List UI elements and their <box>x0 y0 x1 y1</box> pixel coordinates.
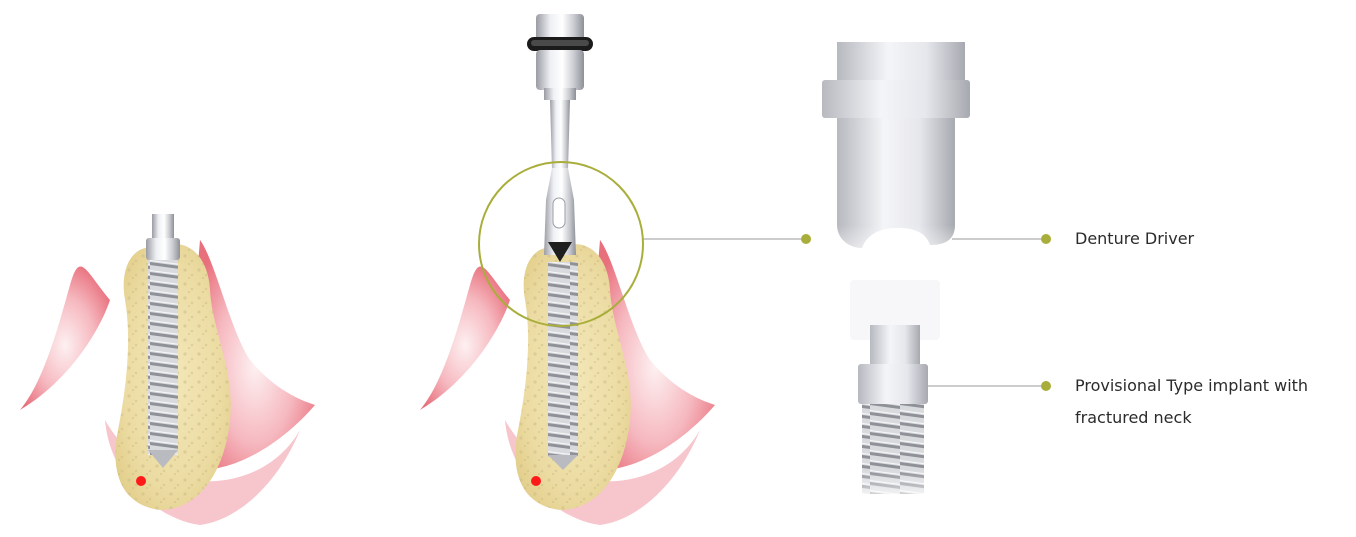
bullet-dot-icon <box>1041 234 1051 244</box>
denture-driver-tool <box>527 14 593 262</box>
label-implant-line2: fractured neck <box>1075 405 1192 431</box>
bullet-dot-icon <box>1041 381 1051 391</box>
label-denture-driver: Denture Driver <box>1075 226 1194 252</box>
red-marker-icon <box>531 476 541 486</box>
detail-enlargement <box>822 42 970 510</box>
label-implant-line1: Provisional Type implant with <box>1075 373 1308 399</box>
red-marker-icon <box>136 476 146 486</box>
implant-left <box>146 214 180 468</box>
bullet-dot-icon <box>801 234 811 244</box>
gum-tissue-left <box>20 266 110 410</box>
implant-middle <box>548 262 578 470</box>
